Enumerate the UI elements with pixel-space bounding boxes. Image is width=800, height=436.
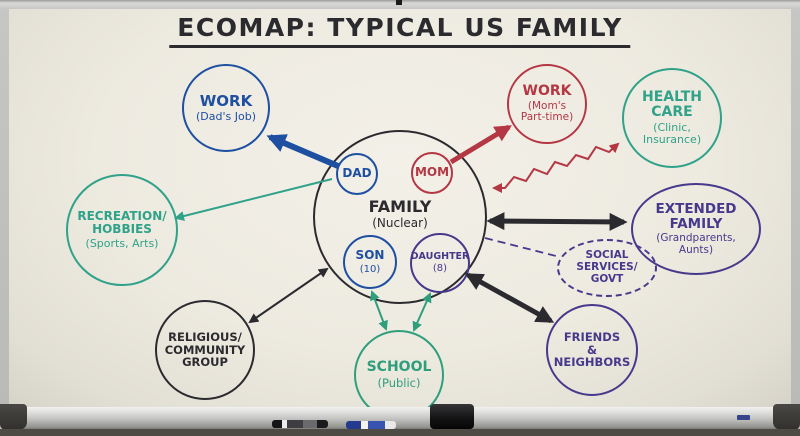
recreation-subtitle: (Sports, Arts) xyxy=(85,236,159,250)
node-work-dad: WORK (Dad's Job) xyxy=(182,64,270,152)
friends-title: FRIENDS & NEIGHBORS xyxy=(553,329,631,370)
mount-tab xyxy=(396,0,402,5)
work-mom-subtitle: (Mom's Part-time) xyxy=(520,99,574,124)
dad-label: DAD xyxy=(342,166,372,181)
node-dad: DAD xyxy=(336,153,378,195)
health-care-subtitle: (Clinic, Insurance) xyxy=(642,120,702,147)
recreation-title: RECREATION/ HOBBIES xyxy=(77,208,167,237)
black-marker xyxy=(272,420,328,428)
node-daughter: DAUGHTER (8) xyxy=(410,233,470,293)
family-subtitle: (Nuclear) xyxy=(372,215,428,230)
node-health-care: HEALTH CARE (Clinic, Insurance) xyxy=(622,68,722,168)
blue-marker xyxy=(346,421,396,429)
node-extended-family: EXTENDED FAMILY (Grandparents, Aunts) xyxy=(631,183,761,275)
frame-corner-right xyxy=(773,404,800,430)
node-mom: MOM xyxy=(411,152,453,194)
school-subtitle: (Public) xyxy=(377,375,421,390)
frame-corner-left xyxy=(0,404,27,430)
diagram-title: ECOMAP: TYPICAL US FAMILY xyxy=(169,13,631,48)
node-friends: FRIENDS & NEIGHBORS xyxy=(546,304,638,396)
social-services-title: SOCIAL SERVICES/ GOVT xyxy=(576,249,638,285)
school-title: SCHOOL xyxy=(366,359,432,376)
tray-sticker xyxy=(737,415,750,420)
work-mom-title: WORK xyxy=(522,82,572,99)
wall-strip xyxy=(0,429,800,436)
extended-family-title: EXTENDED FAMILY xyxy=(655,200,737,232)
religious-title: RELIGIOUS/ COMMUNITY GROUP xyxy=(164,329,246,370)
extended-family-subtitle: (Grandparents, Aunts) xyxy=(656,231,736,256)
node-social-services: SOCIAL SERVICES/ GOVT xyxy=(557,239,657,297)
node-religious: RELIGIOUS/ COMMUNITY GROUP xyxy=(155,300,255,400)
son-age: (10) xyxy=(359,263,381,275)
node-work-mom: WORK (Mom's Part-time) xyxy=(507,64,587,144)
whiteboard-tray xyxy=(2,407,798,430)
daughter-age: (8) xyxy=(432,263,448,275)
daughter-label: DAUGHTER xyxy=(410,250,470,262)
health-care-title: HEALTH CARE xyxy=(642,88,702,121)
eraser xyxy=(430,404,474,429)
family-label: FAMILY (Nuclear) xyxy=(340,198,460,230)
family-title: FAMILY xyxy=(368,197,432,216)
work-dad-subtitle: (Dad's Job) xyxy=(196,109,256,123)
work-dad-title: WORK xyxy=(199,91,253,110)
node-son: SON (10) xyxy=(343,235,397,289)
mom-label: MOM xyxy=(414,165,450,180)
son-label: SON xyxy=(355,248,385,263)
node-recreation: RECREATION/ HOBBIES (Sports, Arts) xyxy=(66,174,178,286)
